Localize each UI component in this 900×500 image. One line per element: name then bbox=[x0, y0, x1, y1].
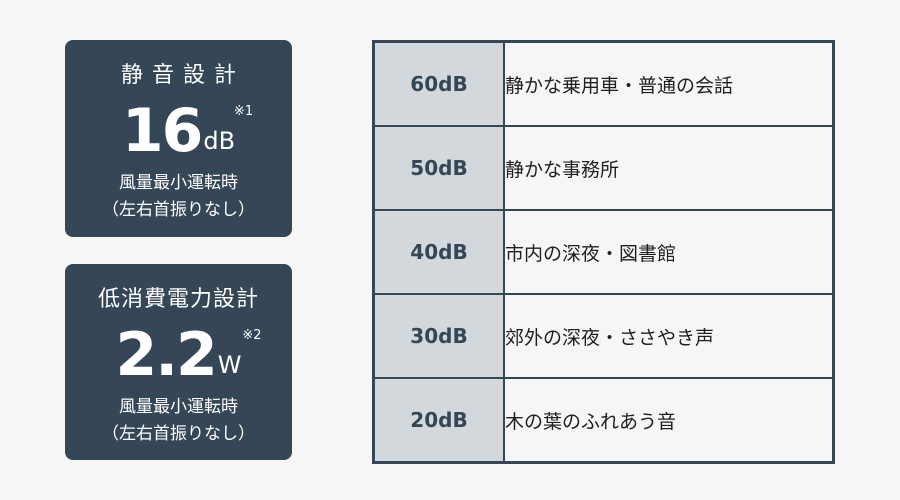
table-row: 20dB 木の葉のふれあう音 bbox=[372, 377, 835, 464]
power-unit: W bbox=[217, 351, 242, 379]
value-wrap: 2.2W ※2 bbox=[115, 320, 261, 390]
condition-text: 風量最小運転時 （左右首振りなし） bbox=[65, 170, 292, 224]
condition-line-1: 風量最小運転時 bbox=[119, 397, 238, 417]
value-row: 16dB ※1 bbox=[65, 96, 292, 166]
table-row: 30dB 郊外の深夜・ささやき声 bbox=[372, 293, 835, 379]
card-title: 低消費電力設計 bbox=[97, 287, 259, 312]
condition-line-1: 風量最小運転時 bbox=[119, 173, 238, 193]
condition-line-2: （左右首振りなし） bbox=[102, 200, 255, 220]
card-title: 静音設計 bbox=[120, 63, 245, 88]
db-level: 20dB bbox=[372, 377, 505, 464]
quiet-design-card: 静音設計 16dB ※1 風量最小運転時 （左右首振りなし） bbox=[65, 40, 292, 237]
value-row: 2.2W ※2 bbox=[65, 320, 292, 390]
db-description: 静かな事務所 bbox=[503, 125, 835, 211]
db-description: 木の葉のふれあう音 bbox=[503, 377, 835, 464]
table-row: 40dB 市内の深夜・図書館 bbox=[372, 209, 835, 295]
db-level: 60dB bbox=[372, 40, 505, 127]
db-description: 静かな乗用車・普通の会話 bbox=[503, 40, 835, 127]
low-power-card: 低消費電力設計 2.2W ※2 風量最小運転時 （左右首振りなし） bbox=[65, 264, 292, 460]
db-level: 40dB bbox=[372, 209, 505, 295]
condition-line-2: （左右首振りなし） bbox=[102, 424, 255, 444]
footnote-mark: ※1 bbox=[233, 104, 254, 119]
condition-text: 風量最小運転時 （左右首振りなし） bbox=[65, 394, 292, 448]
table-row: 60dB 静かな乗用車・普通の会話 bbox=[372, 40, 835, 127]
noise-unit: dB bbox=[203, 127, 236, 155]
table-row: 50dB 静かな事務所 bbox=[372, 125, 835, 211]
db-level: 50dB bbox=[372, 125, 505, 211]
power-value: 2.2 bbox=[115, 320, 217, 390]
db-level: 30dB bbox=[372, 293, 505, 379]
noise-value: 16 bbox=[121, 96, 203, 166]
db-description: 郊外の深夜・ささやき声 bbox=[503, 293, 835, 379]
db-description: 市内の深夜・図書館 bbox=[503, 209, 835, 295]
value-wrap: 16dB ※1 bbox=[121, 96, 253, 166]
footnote-mark: ※2 bbox=[242, 328, 262, 343]
noise-level-table: 60dB 静かな乗用車・普通の会話 50dB 静かな事務所 40dB 市内の深夜… bbox=[372, 40, 835, 464]
